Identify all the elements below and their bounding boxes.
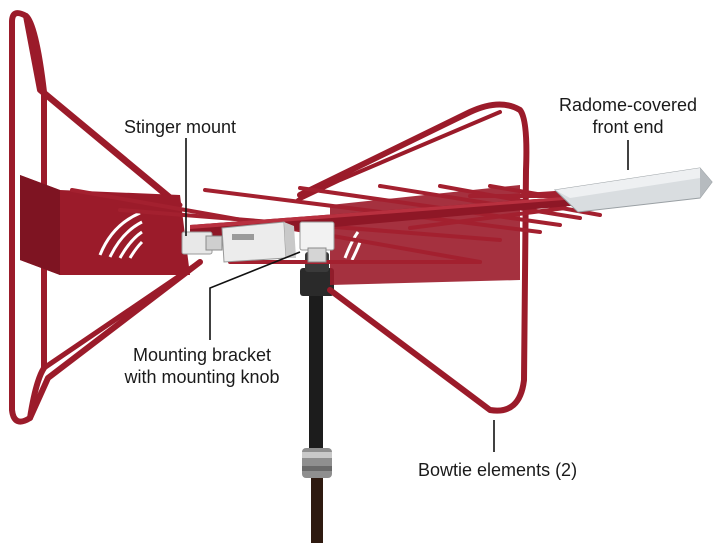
label-bracket-line1: Mounting bracket: [132, 345, 272, 365]
leader-lines: [185, 138, 629, 452]
radome: [553, 167, 713, 213]
left-bowtie-element: [9, 10, 203, 425]
label-bracket-line2: with mounting knob: [124, 367, 280, 387]
mounting-knob: [307, 247, 327, 263]
leader-bracket: [209, 251, 301, 340]
label-mounting-bracket: Mounting bracket with mounting knob: [112, 344, 292, 388]
mast-pole: [300, 252, 334, 543]
label-radome-line2: front end: [592, 117, 664, 137]
mounting-bracket: [221, 221, 335, 263]
left-element-plate: [20, 175, 190, 275]
stinger-mount: [181, 231, 223, 255]
label-stinger-mount: Stinger mount: [124, 117, 237, 137]
label-bowtie-elements: Bowtie elements (2): [418, 460, 578, 480]
label-radome: Radome-covered front end: [548, 94, 708, 138]
label-radome-line1: Radome-covered: [558, 95, 698, 115]
